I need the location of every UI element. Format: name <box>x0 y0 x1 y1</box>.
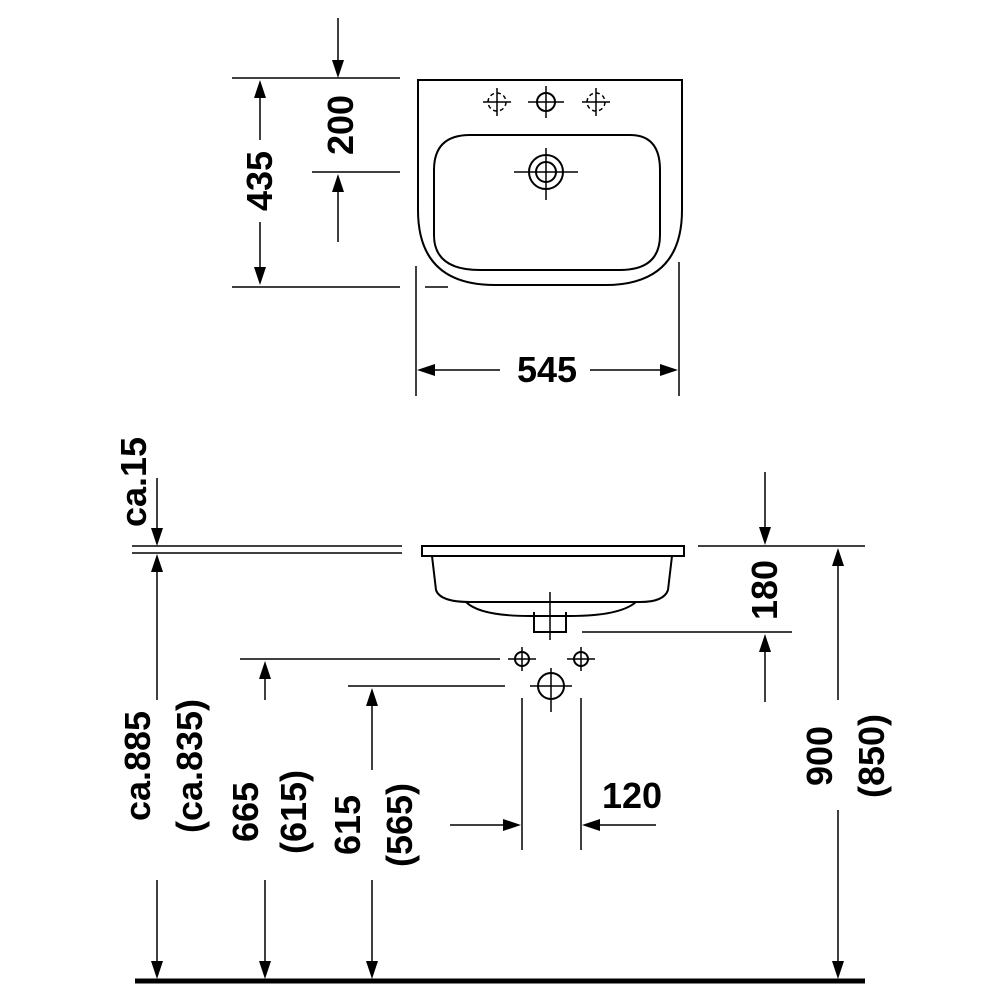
width-545-label: 545 <box>517 349 577 390</box>
rim-height-label: ca.885 <box>117 711 158 821</box>
tap-to-drain-200-label: 200 <box>320 95 361 155</box>
tap-hole-left-icon <box>483 88 511 116</box>
basin-outline <box>417 79 683 286</box>
supply-height-alt-label: (615) <box>273 770 314 854</box>
tap-hole-center-icon <box>528 86 564 118</box>
drain-height-alt-label: (565) <box>379 783 420 867</box>
drain-height-label: 615 <box>327 795 368 855</box>
supply-spacing-label: 120 <box>602 775 662 816</box>
height-435-label: 435 <box>239 151 280 211</box>
side-view: ca.15 ca.885 (ca.835) 665 (615) 615 (565… <box>113 437 892 984</box>
waste-outlet-icon <box>530 668 572 712</box>
supply-height-label: 665 <box>225 782 266 842</box>
supply-right-icon <box>567 647 595 671</box>
rim-offset-label: ca.15 <box>113 437 154 527</box>
inner-bowl <box>433 134 661 271</box>
basin-side-profile <box>421 545 685 557</box>
total-height-alt-label: (850) <box>851 714 892 798</box>
supply-left-icon <box>508 647 536 671</box>
tap-hole-right-icon <box>582 88 610 116</box>
top-view: 435 200 545 <box>232 18 683 396</box>
drain-icon <box>514 148 578 200</box>
total-height-label: 900 <box>799 726 840 786</box>
rim-height-alt-label: (ca.835) <box>169 699 210 833</box>
bowl-depth-label: 180 <box>744 560 785 620</box>
